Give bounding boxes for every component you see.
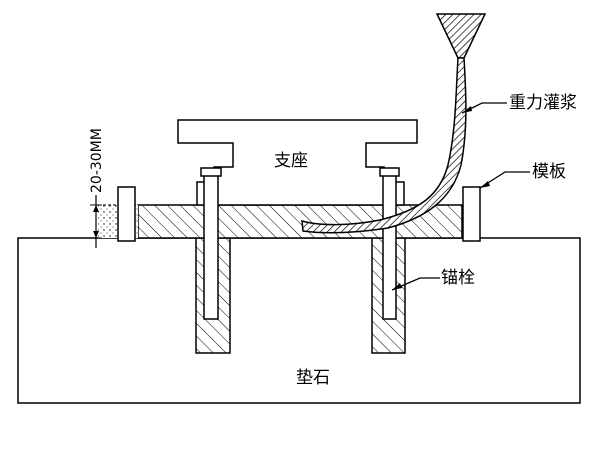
pad-stone-label: 垫石 [296, 368, 330, 388]
left-anchor-bolt [203, 171, 219, 320]
anchor-bolt-label: 锚栓 [441, 268, 475, 288]
right-formwork [462, 186, 481, 242]
grouting-funnel [435, 13, 487, 59]
bolt-leader-line [391, 277, 440, 291]
grouting-hose [301, 57, 467, 234]
support-bearing [177, 119, 418, 206]
right-anchor-bolt [382, 171, 397, 320]
pad-stone-block [17, 237, 581, 404]
left-formwork [117, 186, 136, 242]
gravity-grout-label: 重力灌浆 [509, 93, 577, 113]
left-bolt-nut [200, 167, 222, 177]
support-label: 支座 [274, 151, 308, 171]
right-bolt-nut [379, 167, 400, 177]
formwork-label: 模板 [532, 162, 566, 182]
gap-dimension-label: 20-30MM [89, 128, 105, 193]
